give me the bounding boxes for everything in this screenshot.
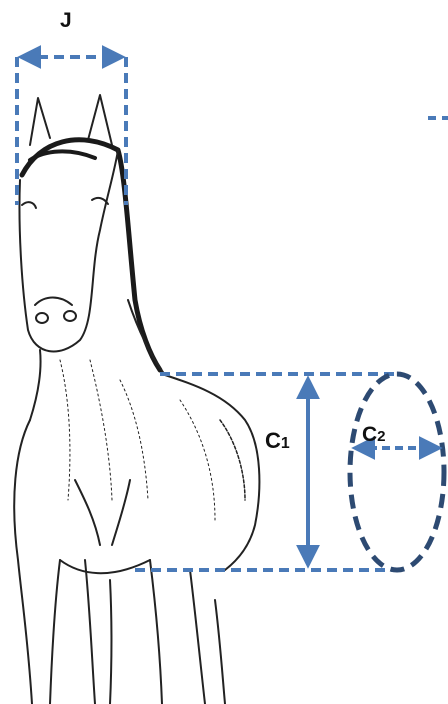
c1-dimension — [135, 374, 400, 570]
c1-label: C1 — [265, 430, 290, 452]
c2-label: C2 — [362, 424, 386, 445]
c2-cross-section-ellipse — [350, 374, 444, 570]
c1-label-main: C — [265, 428, 281, 453]
c1-label-subscript: 1 — [281, 435, 290, 452]
j-label: J — [60, 10, 72, 31]
c2-label-subscript: 2 — [377, 428, 385, 445]
horse-sketch — [14, 95, 259, 704]
c2-label-main: C — [362, 423, 377, 446]
